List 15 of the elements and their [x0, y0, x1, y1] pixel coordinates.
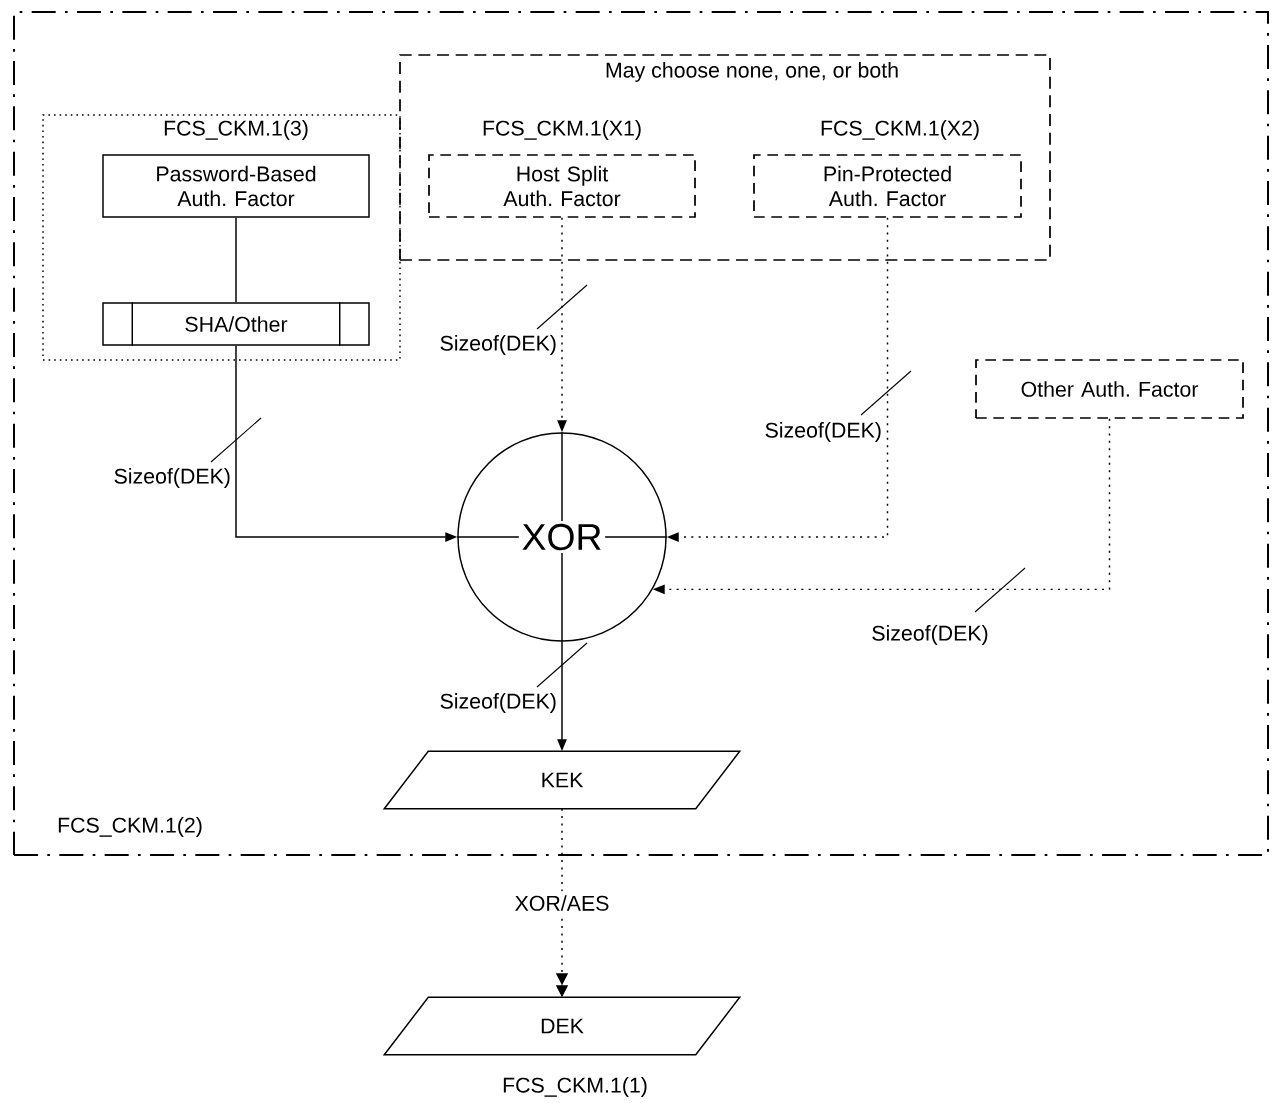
connector-line — [235, 217, 237, 303]
process-box: Other Auth. Factor — [975, 359, 1244, 419]
node-caption: FCS_CKM.1(1) — [503, 1077, 647, 1097]
process-box: FCS_CKM.1(X1) Host Split Auth. Factor — [428, 120, 696, 218]
edge-label: Sizeof(DEK) — [114, 468, 230, 488]
node-label: FCS_CKM.1(X1) — [483, 120, 641, 140]
edge-label: XOR/AES — [510, 891, 614, 915]
edge-label: Sizeof(DEK) — [440, 693, 556, 713]
process-box: FCS_CKM.1(X2) Pin-Protected Auth. Factor — [753, 120, 1022, 218]
node-label: FCS_CKM.1(X2) — [821, 120, 979, 140]
edge-label: Sizeof(DEK) — [872, 625, 988, 645]
edge-label: Sizeof(DEK) — [440, 335, 556, 355]
predefined-process-box: SHA/Other — [102, 301, 370, 347]
process-box: Password-Based Auth. Factor — [102, 154, 370, 218]
edge-label: Sizeof(DEK) — [765, 422, 881, 442]
